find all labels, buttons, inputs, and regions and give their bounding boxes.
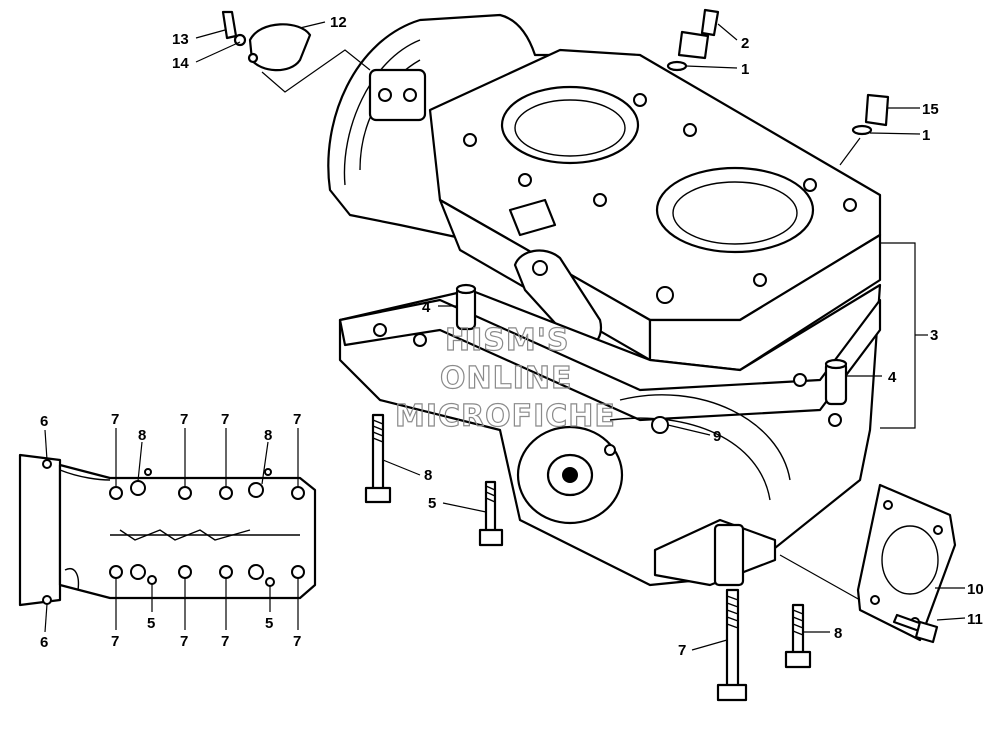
thermostat-cover (221, 10, 371, 93)
callout-7-inset-6: 7 (180, 633, 188, 650)
dowel-pin-left (455, 283, 477, 331)
callout-7-inset-5: 7 (111, 633, 119, 650)
callout-8-inset-2: 8 (264, 427, 272, 444)
watermark-line-3: MICROFICHE (395, 399, 616, 434)
callout-7-inset-8: 7 (293, 633, 301, 650)
callout-8-bottom: 8 (834, 625, 842, 642)
callout-5-inset-2: 5 (265, 615, 273, 632)
callout-14: 14 (172, 55, 189, 72)
callout-7-inset-2: 7 (180, 411, 188, 428)
callout-8-inset-1: 8 (138, 427, 146, 444)
callout-6-bottom: 6 (40, 634, 48, 651)
callout-3: 3 (930, 327, 938, 344)
crankcase-upper (327, 13, 882, 372)
callout-4-left: 4 (422, 299, 431, 316)
callout-5-inset-1: 5 (147, 615, 155, 632)
cover-plate (856, 483, 957, 642)
callout-5-main: 5 (428, 495, 436, 512)
bolt-long-bottom (716, 588, 748, 702)
callout-7-inset-1: 7 (111, 411, 119, 428)
callout-7-inset-4: 7 (293, 411, 301, 428)
bolt-short-left (478, 480, 504, 547)
intake-manifold-inset (18, 453, 317, 607)
callout-labels: 2 1 15 1 3 4 4 8 5 9 7 8 10 11 12 13 14 … (40, 14, 984, 659)
callout-9: 9 (713, 428, 721, 445)
crankcase-lower (338, 283, 882, 587)
callout-1-top: 1 (741, 61, 749, 78)
watermark-line-1: HISM'S (445, 323, 570, 358)
bolt-medium-bottom (784, 603, 812, 669)
dowel-pin-right (824, 358, 848, 406)
cover-screw (892, 613, 939, 644)
watermark: HISM'S ONLINE MICROFICHE (394, 322, 616, 434)
callout-15: 15 (922, 101, 939, 118)
leader-lines (44, 21, 966, 651)
callout-11: 11 (967, 611, 983, 628)
callout-13: 13 (172, 31, 189, 48)
fitting-top (666, 8, 720, 72)
callout-2: 2 (741, 35, 749, 52)
callout-7-inset-7: 7 (221, 633, 229, 650)
bolt-long-left (364, 413, 392, 504)
callout-6-top: 6 (40, 413, 48, 430)
callout-7-main: 7 (678, 642, 686, 659)
callout-12: 12 (330, 14, 347, 31)
watermark-line-2: ONLINE (440, 361, 573, 396)
fitting-right (851, 93, 890, 136)
callout-7-inset-3: 7 (221, 411, 229, 428)
callout-10: 10 (967, 581, 984, 598)
callout-4-right: 4 (888, 369, 897, 386)
callout-8-left-bolt: 8 (424, 467, 432, 484)
callout-1-right: 1 (922, 127, 930, 144)
